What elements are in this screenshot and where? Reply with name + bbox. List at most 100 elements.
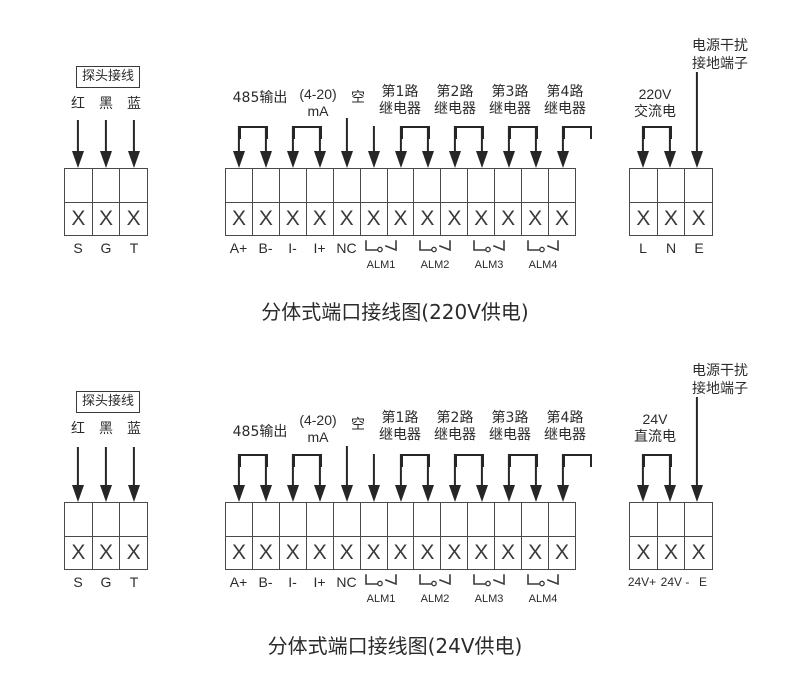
power-terminal-label-e: E bbox=[694, 240, 704, 256]
main-arrow-9 bbox=[449, 126, 461, 168]
probe-header-label: 探头接线 bbox=[82, 394, 135, 409]
relay-contact-symbol-alm3 bbox=[473, 574, 505, 587]
supply-label-line1: 220V bbox=[638, 86, 672, 102]
main-terminal-label-ap: A+ bbox=[229, 240, 248, 256]
terminal-screw-24vplus: X bbox=[630, 536, 658, 569]
terminal-screw: X bbox=[522, 536, 550, 569]
terminal-cell-top bbox=[388, 503, 415, 536]
supply-label-line2: 交流电 bbox=[634, 104, 676, 120]
terminal-screw: X bbox=[307, 202, 334, 235]
terminal-cell-top bbox=[280, 169, 307, 202]
group-label-relay1-line1: 第1路 bbox=[381, 84, 419, 100]
main-arrow-5 bbox=[341, 446, 353, 502]
group-label-420ma-line2: mA bbox=[307, 103, 329, 119]
ground-label-line2: 接地端子 bbox=[692, 56, 748, 72]
terminal-screw: X bbox=[388, 536, 415, 569]
terminal-screw: X bbox=[226, 536, 253, 569]
power-arrow-e-ground bbox=[691, 72, 703, 168]
terminal-cell-top bbox=[334, 503, 361, 536]
terminal-cell-top bbox=[334, 169, 361, 202]
diagram-caption-24v: 分体式端口接线图(24V供电) bbox=[267, 634, 523, 658]
main-arrow-8 bbox=[422, 126, 434, 168]
terminal-screw: X bbox=[253, 202, 280, 235]
main-arrow-4 bbox=[314, 454, 326, 502]
group-label-relay3-line2: 继电器 bbox=[489, 427, 531, 443]
terminal-cell-top bbox=[522, 503, 550, 536]
probe-terminal-label-s: S bbox=[73, 574, 83, 590]
terminal-screw: X bbox=[361, 202, 388, 235]
terminal-screw-l: X bbox=[630, 202, 658, 235]
terminal-screw: X bbox=[280, 536, 307, 569]
probe-wire-color-red: 红 bbox=[71, 421, 85, 437]
relay-contact-symbol-alm1 bbox=[365, 574, 397, 587]
group-label-relay4-line1: 第4路 bbox=[546, 84, 584, 100]
terminal-screw: X bbox=[334, 536, 361, 569]
main-arrow-3 bbox=[287, 454, 299, 502]
terminal-screw: X bbox=[495, 202, 523, 235]
probe-terminal-label-g: G bbox=[100, 574, 112, 590]
terminal-cell-top bbox=[361, 169, 388, 202]
terminal-screw: X bbox=[441, 536, 469, 569]
group-label-relay1-line2: 继电器 bbox=[379, 427, 421, 443]
terminal-screw-t: X bbox=[126, 541, 141, 565]
probe-wire-color-red: 红 bbox=[71, 96, 85, 112]
main-arrow-10 bbox=[476, 126, 488, 168]
group-label-relay2-line2: 继电器 bbox=[434, 427, 476, 443]
main-arrow-7 bbox=[395, 126, 407, 168]
relay-contact-symbol-alm4 bbox=[527, 574, 559, 587]
relay-label-alm1: ALM1 bbox=[366, 593, 396, 605]
main-terminal-label-im: I- bbox=[288, 240, 297, 256]
terminal-cell-top bbox=[658, 503, 686, 536]
main-terminal-block: X X X X X X X X X X X X X bbox=[225, 502, 576, 570]
terminal-cell-top bbox=[253, 169, 280, 202]
supply-label-line1: 24V bbox=[642, 411, 668, 427]
terminal-screw-g: X bbox=[93, 202, 121, 235]
terminal-screw: X bbox=[253, 536, 280, 569]
main-arrow-3 bbox=[287, 126, 299, 168]
terminal-cell-top bbox=[388, 169, 415, 202]
terminal-cell-top bbox=[468, 503, 496, 536]
relay-label-alm2: ALM2 bbox=[420, 593, 450, 605]
probe-terminal-label-t: T bbox=[129, 574, 139, 590]
group-label-485: 485输出 bbox=[232, 90, 288, 106]
group-label-420ma-line2: mA bbox=[307, 429, 329, 445]
terminal-screw: X bbox=[307, 536, 334, 569]
group-label-485: 485输出 bbox=[232, 424, 288, 440]
group-label-relay4-line2: 继电器 bbox=[544, 427, 586, 443]
terminal-cell-top bbox=[93, 169, 121, 202]
power-terminal-block: X X X bbox=[629, 168, 713, 236]
terminal-screw: X bbox=[334, 202, 361, 235]
main-arrow-13 bbox=[557, 126, 569, 168]
terminal-cell-top bbox=[658, 169, 686, 202]
main-terminal-label-nc: NC bbox=[336, 574, 357, 590]
group-label-relay3-line2: 继电器 bbox=[489, 101, 531, 117]
terminal-screw: X bbox=[441, 202, 469, 235]
power-arrow-l bbox=[637, 126, 649, 168]
main-arrow-6 bbox=[368, 454, 380, 502]
main-arrow-12 bbox=[530, 126, 542, 168]
terminal-cell-top bbox=[93, 503, 121, 536]
terminal-cell-top bbox=[495, 503, 523, 536]
terminal-screw: X bbox=[468, 202, 496, 235]
terminal-cell-top bbox=[468, 169, 496, 202]
relay-label-alm3: ALM3 bbox=[474, 593, 504, 605]
terminal-cell-top bbox=[307, 169, 334, 202]
group-label-relay1-line2: 继电器 bbox=[379, 101, 421, 117]
terminal-screw-24vminus: X bbox=[658, 536, 686, 569]
main-arrow-6 bbox=[368, 126, 380, 168]
terminal-cell-top bbox=[441, 503, 469, 536]
power-terminal-label-24vminus: 24V - bbox=[660, 575, 690, 589]
probe-arrow-blue bbox=[128, 447, 140, 502]
terminal-cell-top bbox=[253, 503, 280, 536]
group-label-relay3-line1: 第3路 bbox=[491, 410, 529, 426]
main-terminal-label-bm: B- bbox=[258, 240, 273, 256]
probe-terminal-block: X X X bbox=[64, 168, 148, 236]
group-label-empty: 空 bbox=[351, 90, 365, 106]
terminal-screw: X bbox=[468, 536, 496, 569]
terminal-cell-top bbox=[630, 169, 658, 202]
probe-arrow-red bbox=[72, 447, 84, 502]
main-arrow-2 bbox=[260, 126, 272, 168]
terminal-cell-top bbox=[549, 169, 575, 202]
probe-terminal-label-s: S bbox=[73, 240, 83, 256]
ground-label-line2: 接地端子 bbox=[692, 381, 748, 397]
